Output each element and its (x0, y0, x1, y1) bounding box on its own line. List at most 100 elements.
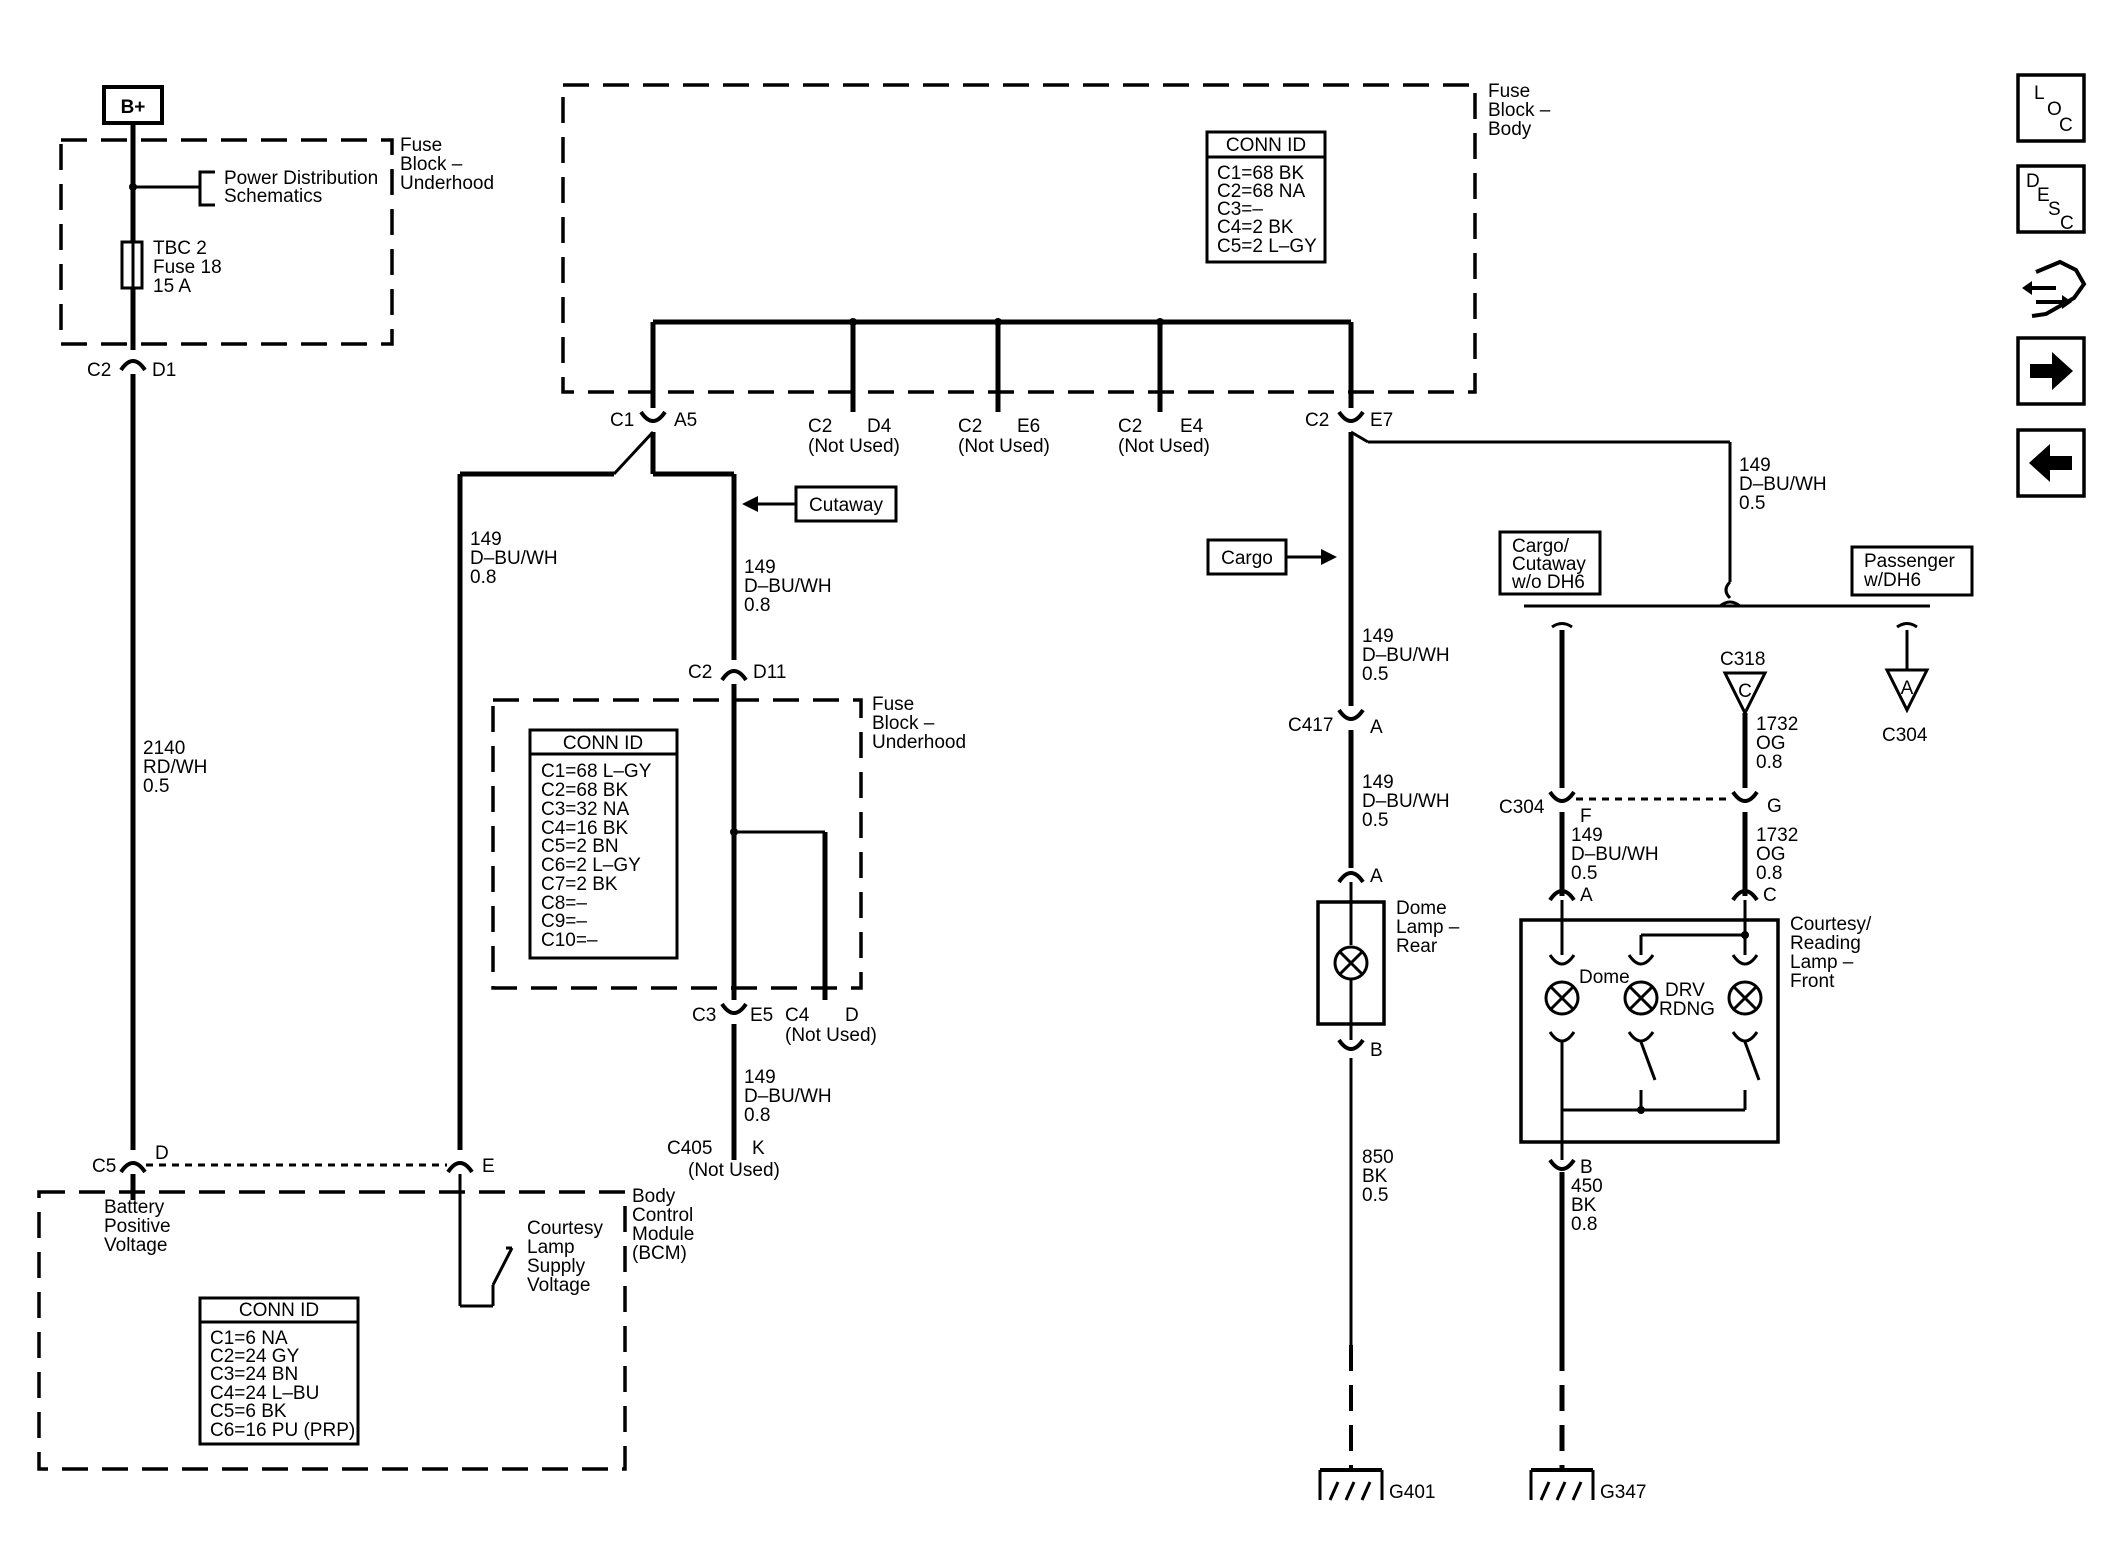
svg-text:CONN ID: CONN ID (1226, 135, 1306, 156)
svg-text:D–BU/WH: D–BU/WH (1362, 791, 1450, 812)
underhood-internal-wiring (730, 684, 828, 1000)
svg-text:B: B (1580, 1157, 1593, 1178)
svg-text:C4=24 L–BU: C4=24 L–BU (210, 1383, 319, 1404)
svg-text:E: E (482, 1156, 495, 1177)
svg-text:F: F (1580, 806, 1592, 827)
svg-text:15 A: 15 A (153, 276, 191, 297)
svg-text:C: C (2060, 213, 2074, 234)
svg-text:C: C (1738, 681, 1752, 702)
fuse-block-body: Fuse Block – Body (561, 81, 1551, 394)
branch-e7 (1348, 430, 1732, 706)
svg-text:C2=24 GY: C2=24 GY (210, 1346, 300, 1367)
svg-text:Reading: Reading (1790, 933, 1861, 954)
svg-text:(BCM): (BCM) (632, 1243, 687, 1264)
connector-c2-d4: C2 D4 (Not Used) (808, 416, 900, 457)
svg-text:Passenger: Passenger (1864, 551, 1956, 572)
svg-text:C2=68 NA: C2=68 NA (1217, 181, 1306, 202)
branch-a5 (457, 430, 737, 1165)
svg-text:C5=2 BN: C5=2 BN (541, 836, 619, 857)
svg-text:(Not Used): (Not Used) (688, 1160, 780, 1181)
svg-text:(Not Used): (Not Used) (808, 436, 900, 457)
svg-text:D–BU/WH: D–BU/WH (1571, 844, 1659, 865)
svg-text:C8=–: C8=– (541, 893, 587, 914)
svg-text:Cargo: Cargo (1221, 548, 1273, 569)
prev-arrow-icon[interactable] (2016, 428, 2086, 498)
svg-text:D–BU/WH: D–BU/WH (744, 1086, 832, 1107)
svg-text:C2=68 BK: C2=68 BK (541, 780, 628, 801)
svg-text:149: 149 (1362, 626, 1394, 647)
svg-text:0.5: 0.5 (1362, 1185, 1388, 1206)
svg-text:C10=–: C10=– (541, 930, 598, 951)
svg-text:C2: C2 (808, 416, 832, 437)
wire-1732-bot: 1732 OG 0.8 (1756, 825, 1798, 884)
connector-c318: C318 C (1720, 649, 1768, 790)
connector-c4-d: C4 D (Not Used) (785, 1005, 877, 1046)
svg-text:E6: E6 (1017, 416, 1040, 437)
bcm-courtesy-switch: Courtesy Lamp Supply Voltage (458, 1174, 604, 1308)
svg-text:0.8: 0.8 (1756, 752, 1782, 773)
svg-text:Battery: Battery (104, 1197, 165, 1218)
svg-text:149: 149 (1571, 825, 1603, 846)
svg-text:Voltage: Voltage (527, 1275, 590, 1296)
connector-c2-e4: C2 E4 (Not Used) (1118, 416, 1210, 457)
svg-text:RDNG: RDNG (1659, 999, 1715, 1020)
body-control-module: Body Control Module (BCM) (37, 1186, 694, 1471)
svg-text:G347: G347 (1600, 1482, 1646, 1503)
svg-text:Courtesy/: Courtesy/ (1790, 914, 1872, 935)
connector-c3-e5: C3 E5 (692, 1000, 773, 1026)
svg-text:(Not Used): (Not Used) (958, 436, 1050, 457)
svg-text:Lamp: Lamp (527, 1237, 575, 1258)
svg-text:Fuse: Fuse (872, 694, 914, 715)
wire-149-mid1: 149 D–BU/WH 0.8 (744, 557, 832, 616)
svg-text:C3: C3 (692, 1005, 716, 1026)
wire-2140: 2140 RD/WH 0.5 (143, 738, 207, 797)
svg-text:2140: 2140 (143, 738, 185, 759)
svg-text:Module: Module (632, 1224, 694, 1245)
svg-text:A: A (1370, 866, 1383, 887)
connector-icon[interactable] (2022, 259, 2087, 318)
fuse-block-underhood-mid: Fuse Block – Underhood (491, 694, 966, 990)
bcm-connectors: C5 D E (92, 1143, 495, 1177)
svg-text:C1: C1 (610, 410, 634, 431)
svg-text:G401: G401 (1389, 1482, 1435, 1503)
svg-text:Fuse 18: Fuse 18 (153, 257, 222, 278)
svg-text:C4: C4 (785, 1005, 810, 1026)
svg-text:C417: C417 (1288, 715, 1333, 736)
svg-text:D: D (2026, 171, 2040, 192)
conn-id-body: CONN ID C1=68 BK C2=68 NA C3=– C4=2 BK C… (1205, 130, 1327, 264)
svg-text:C2: C2 (958, 416, 982, 437)
wire-149-left: 149 D–BU/WH 0.8 (470, 529, 558, 588)
loc-button[interactable]: L O C (2016, 73, 2086, 143)
svg-text:C3=24 BN: C3=24 BN (210, 1364, 298, 1385)
option-cargo: Cargo (1206, 538, 1337, 576)
svg-text:C9=–: C9=– (541, 911, 587, 932)
svg-text:D11: D11 (753, 662, 786, 683)
wire-450: 450 BK 0.8 (1571, 1176, 1603, 1235)
svg-text:C5: C5 (92, 1156, 116, 1177)
svg-text:Fuse: Fuse (400, 135, 442, 156)
svg-text:CONN ID: CONN ID (563, 733, 643, 754)
desc-button[interactable]: D E S C (2016, 164, 2086, 234)
conn-id-underhood: CONN ID C1=68 L–GY C2=68 BK C3=32 NA C4=… (528, 728, 679, 960)
next-arrow-icon[interactable] (2016, 336, 2086, 406)
svg-text:D1: D1 (152, 360, 176, 381)
svg-text:Lamp –: Lamp – (1790, 952, 1854, 973)
svg-text:Schematics: Schematics (224, 186, 322, 207)
svg-text:Lamp –: Lamp – (1396, 917, 1460, 938)
svg-text:Power Distribution: Power Distribution (224, 168, 378, 189)
svg-text:D: D (155, 1143, 169, 1164)
svg-text:E5: E5 (750, 1005, 773, 1026)
svg-text:(Not Used): (Not Used) (1118, 436, 1210, 457)
svg-text:TBC 2: TBC 2 (153, 238, 207, 259)
svg-text:Front: Front (1790, 971, 1835, 992)
body-internal-bus (650, 318, 1354, 420)
svg-text:D–BU/WH: D–BU/WH (1362, 645, 1450, 666)
svg-text:0.8: 0.8 (1571, 1214, 1597, 1235)
svg-text:C5=2 L–GY: C5=2 L–GY (1217, 236, 1317, 257)
svg-text:C3=32 NA: C3=32 NA (541, 799, 630, 820)
svg-text:C: C (2059, 115, 2073, 136)
svg-text:G: G (1767, 796, 1782, 817)
svg-text:1732: 1732 (1756, 825, 1798, 846)
option-cargo-cutaway: Cargo/ Cutaway w/o DH6 (1498, 530, 1602, 596)
